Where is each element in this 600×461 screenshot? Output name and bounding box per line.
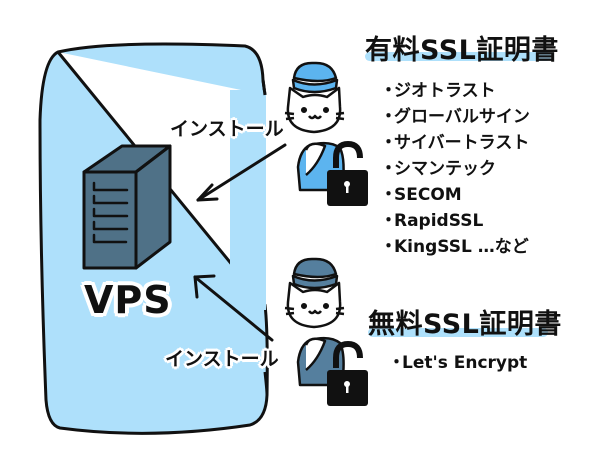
lock-open-icon [327, 140, 368, 206]
paid-title-underline [365, 52, 551, 61]
list-item: ・ジオトラスト [380, 81, 496, 101]
list-item: ・SECOM [380, 185, 462, 205]
install-label-free: インストール [165, 348, 279, 370]
list-item: ・グローバルサイン [380, 107, 530, 127]
list-item: ・サイバートラスト [380, 133, 530, 153]
list-item: ・RapidSSL [380, 211, 484, 231]
cat-paid-icon [284, 61, 345, 192]
paid-title: 有料SSL証明書 [365, 35, 559, 66]
server-icon [82, 144, 172, 270]
list-item: ・シマンテック [380, 159, 496, 179]
arrow-paid-to-vps [196, 143, 287, 202]
lock-open-icon [327, 340, 368, 406]
list-item: ・KingSSL …など [380, 237, 529, 257]
free-title: 無料SSL証明書 [368, 309, 562, 340]
vps-box-fill [230, 90, 266, 310]
list-item: ・Let's Encrypt [388, 353, 528, 373]
install-label-paid: インストール [170, 118, 284, 140]
free-list: ・Let's Encrypt [388, 350, 527, 376]
free-title-underline [368, 328, 548, 337]
paid-list: ・ジオトラスト ・グローバルサイン ・サイバートラスト ・シマンテック ・SEC… [380, 78, 530, 260]
vps-label: VPS [84, 278, 172, 322]
arrow-free-to-vps [193, 274, 274, 342]
